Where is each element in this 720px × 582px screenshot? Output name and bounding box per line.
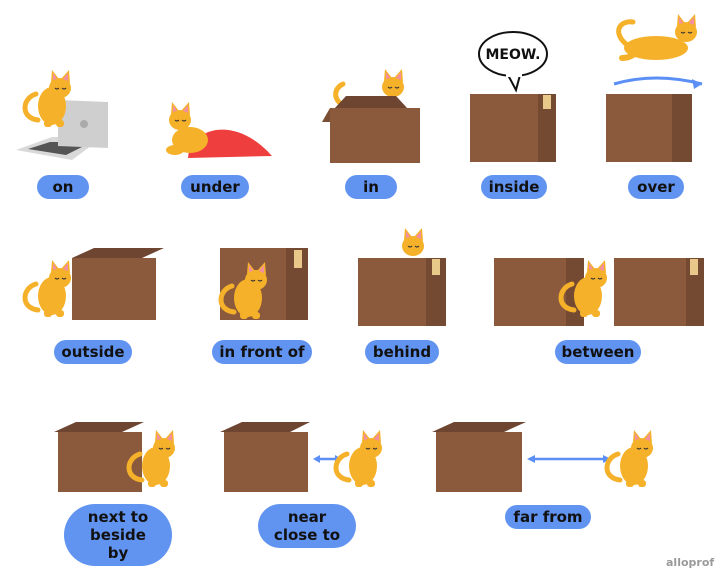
label-inside: inside <box>481 175 547 199</box>
scene-inside: MEOW. <box>470 31 556 162</box>
label-outside: outside <box>54 340 132 364</box>
label-over: over <box>628 175 684 199</box>
label-in: in <box>345 175 397 199</box>
scene-in <box>322 68 420 163</box>
label-behind: behind <box>365 340 439 364</box>
label-in-front-of: in front of <box>212 340 312 364</box>
label-near-line-1: near <box>287 508 327 526</box>
scene-far-from <box>432 422 653 492</box>
label-near: near close to <box>258 504 356 548</box>
speech-bubble-text: MEOW. <box>485 47 540 63</box>
label-next-to-line-3: by <box>107 544 129 562</box>
label-under: under <box>181 175 249 199</box>
label-next-to-line-2: beside <box>90 526 146 544</box>
scene-under <box>166 101 272 158</box>
scene-outside <box>25 248 164 320</box>
scene-behind <box>358 227 446 326</box>
label-on: on <box>37 175 89 199</box>
scene-near <box>220 422 382 492</box>
label-far-from: far from <box>505 505 591 529</box>
scene-over <box>606 13 703 162</box>
scene-on <box>16 70 108 160</box>
scene-between <box>494 258 704 326</box>
label-near-line-2: close to <box>273 526 341 544</box>
label-next-to: next to beside by <box>64 504 172 566</box>
scene-in-front-of <box>220 248 308 320</box>
brand-logo: alloprof <box>666 556 715 569</box>
label-between: between <box>555 340 641 364</box>
scene-next-to <box>54 422 175 492</box>
label-next-to-line-1: next to <box>87 508 149 526</box>
